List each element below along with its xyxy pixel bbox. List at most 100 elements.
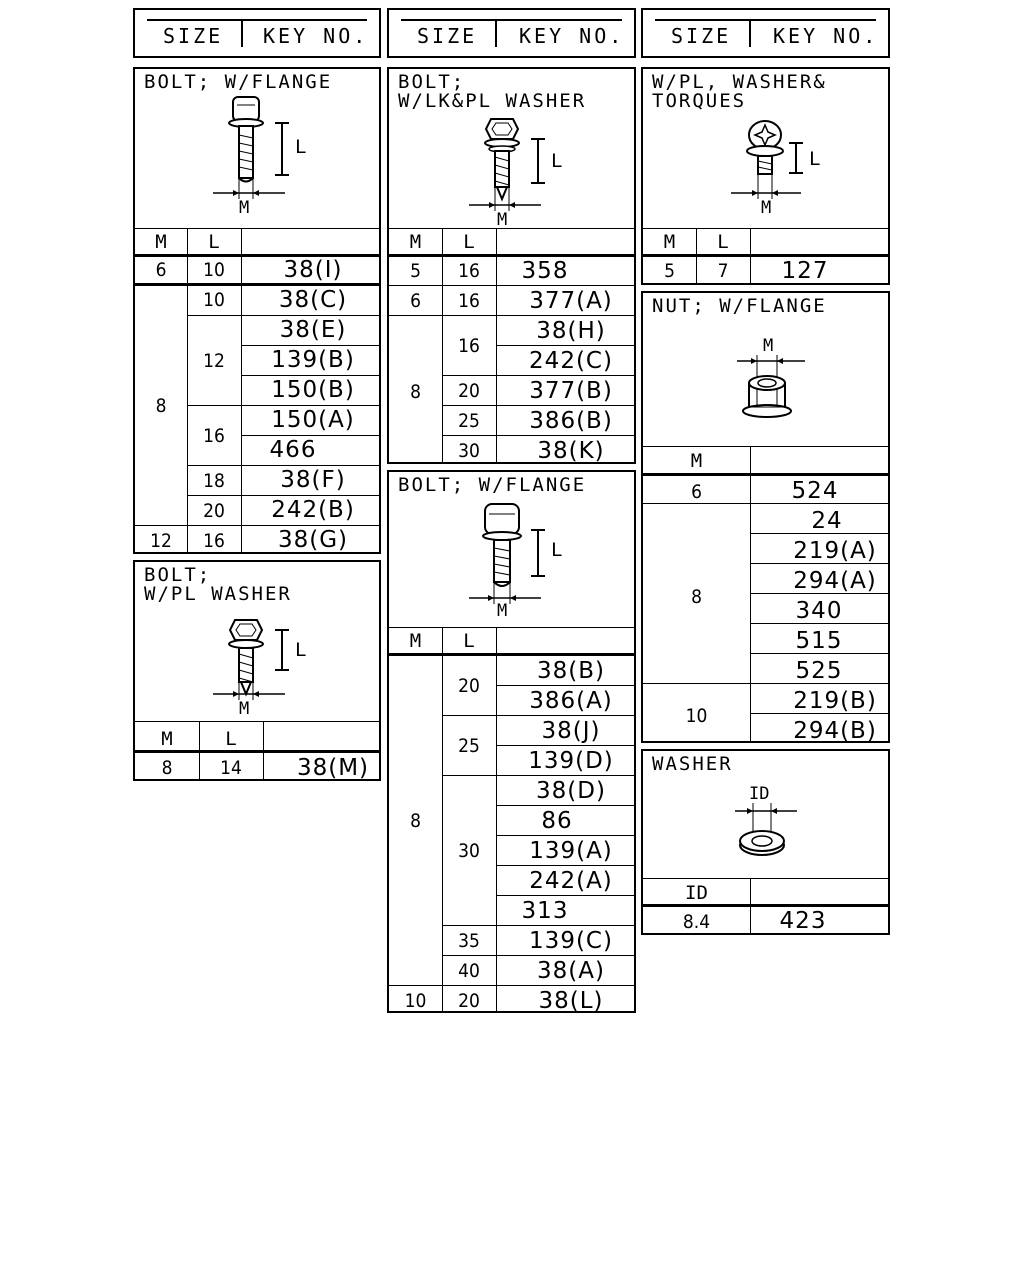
cell-id: 8.4 — [682, 911, 711, 933]
cell-m: 5 — [664, 260, 675, 282]
cell-l: 16 — [203, 425, 225, 447]
dia-label: M — [239, 699, 249, 718]
flange-bolt-icon: L M — [469, 503, 562, 621]
cell-key: 38(K) — [537, 438, 605, 464]
cell-key: 38(L) — [538, 988, 604, 1014]
panel-title: W/PL, WASHER& TORQUES — [652, 71, 827, 112]
flange-nut-icon: M — [737, 336, 805, 418]
cell-l: 30 — [458, 440, 480, 462]
cell-m: 8 — [161, 757, 173, 779]
dia-label: M — [763, 336, 773, 356]
panel-title: BOLT; W/PL WASHER — [144, 564, 292, 605]
cell-key: 38(F) — [280, 467, 346, 493]
cell-m: 6 — [410, 290, 421, 312]
panel-title: WASHER — [652, 753, 733, 775]
cell-key: 358 — [521, 258, 569, 284]
length-label: L — [551, 539, 562, 561]
cell-l: 7 — [717, 260, 729, 282]
cell-key: 219(B) — [793, 688, 877, 714]
flange-bolt-icon: L M — [213, 96, 306, 218]
cell-key: 377(B) — [529, 378, 613, 404]
cell-m: 12 — [150, 530, 172, 552]
cell-key: 219(A) — [793, 538, 877, 564]
header-col-1: SIZE KEY NO. — [133, 8, 381, 58]
header-key-label: KEY NO. — [263, 24, 369, 48]
header-size-label: SIZE — [417, 24, 478, 48]
cell-l: 20 — [458, 990, 480, 1012]
header-col-2: SIZE KEY NO. — [387, 8, 636, 58]
header-size-label: SIZE — [163, 24, 224, 48]
cell-l: 18 — [203, 470, 225, 492]
panel-title: NUT; W/FLANGE — [652, 295, 827, 317]
cell-l: 12 — [203, 350, 225, 372]
cell-key: 86 — [541, 808, 573, 834]
panel-wpl-washer-torques: W/PL, WASHER& TORQUES L M M L 5 7 127 — [641, 67, 890, 285]
cell-key: 24 — [811, 508, 843, 534]
header-key-label: KEY NO. — [519, 24, 625, 48]
cell-m: 6 — [691, 481, 702, 503]
cell-key: 38(I) — [283, 257, 343, 283]
cell-key: 38(M) — [296, 755, 370, 781]
cell-key: 139(A) — [529, 838, 613, 864]
cell-key: 423 — [779, 908, 827, 934]
cell-m: 8 — [410, 810, 421, 832]
dia-label: M — [239, 198, 249, 218]
cell-key: 127 — [781, 258, 829, 284]
cell-key: 386(B) — [529, 408, 613, 434]
cell-l: 25 — [458, 410, 480, 432]
cell-l: 16 — [458, 290, 480, 312]
panel-bolt-flange-a: BOLT; W/FLANGE L M M L 6 10 38(I) 8 10 3… — [133, 67, 381, 554]
cell-l: 40 — [458, 960, 480, 982]
dia-label: M — [497, 601, 507, 621]
cell-key: 524 — [791, 478, 839, 504]
header-size-label: SIZE — [671, 24, 732, 48]
cell-key: 377(A) — [529, 288, 613, 314]
cell-key: 313 — [521, 898, 569, 924]
cell-key: 150(A) — [271, 407, 355, 433]
panel-title: BOLT; W/LK&PL WASHER — [398, 71, 587, 112]
cell-key: 38(D) — [536, 778, 606, 804]
cell-m: 8 — [155, 395, 167, 417]
cell-key: 294(B) — [793, 718, 877, 744]
length-label: L — [295, 136, 306, 158]
cell-key: 38(E) — [279, 317, 347, 343]
dia-label: M — [761, 198, 771, 218]
cell-key: 525 — [795, 658, 843, 684]
cell-m: 8 — [410, 381, 421, 403]
col-id-header: ID — [685, 882, 708, 904]
cell-key: 38(G) — [277, 527, 349, 553]
torx-screw-icon: L M — [731, 120, 820, 218]
cell-key: 242(A) — [529, 868, 613, 894]
col-m-header: M — [409, 231, 422, 253]
header-key-label: KEY NO. — [773, 24, 879, 48]
cell-l: 16 — [458, 335, 480, 357]
cell-key: 139(C) — [529, 928, 613, 954]
panel-washer: WASHER ID ID 8.4 423 — [641, 749, 890, 935]
id-label: ID — [749, 784, 769, 804]
washer-bolt-icon: L M — [213, 619, 306, 718]
length-label: L — [809, 148, 820, 170]
cell-key: 386(A) — [529, 688, 613, 714]
cell-key: 466 — [269, 437, 317, 463]
col-m-header: M — [155, 231, 167, 253]
col-m-header: M — [663, 231, 676, 253]
length-label: L — [551, 150, 562, 172]
cell-l: 20 — [203, 500, 225, 522]
cell-l: 20 — [458, 675, 480, 697]
col-m-header: M — [690, 450, 703, 472]
cell-key: 340 — [795, 598, 843, 624]
cell-l: 30 — [458, 840, 480, 862]
dia-label: M — [497, 210, 507, 229]
cell-l: 10 — [203, 259, 225, 281]
cell-l: 16 — [203, 530, 225, 552]
washer-icon: ID — [735, 784, 797, 856]
col-l-header: L — [463, 231, 475, 253]
cell-m: 8 — [691, 586, 702, 608]
col-l-header: L — [225, 728, 237, 750]
cell-key: 38(B) — [537, 658, 605, 684]
col-l-header: L — [463, 630, 475, 652]
cell-l: 25 — [458, 735, 480, 757]
cell-key: 242(B) — [271, 497, 355, 523]
cell-m: 6 — [155, 259, 167, 281]
cell-m: 5 — [410, 260, 421, 282]
